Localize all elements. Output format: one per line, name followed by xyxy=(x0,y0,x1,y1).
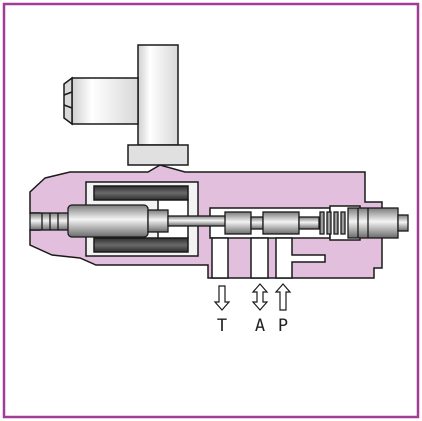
port-label-p: P xyxy=(278,316,288,336)
spool xyxy=(224,211,320,235)
port-p-arrow-up xyxy=(274,283,292,311)
port-a-arrow-both xyxy=(251,283,269,311)
port-t-arrow-down xyxy=(213,285,231,311)
port-label-t: T xyxy=(217,316,227,336)
port-label-a: A xyxy=(255,316,265,336)
port-arrows xyxy=(213,283,292,311)
connector xyxy=(63,44,189,166)
return-spring xyxy=(319,211,346,235)
end-cap xyxy=(347,207,409,239)
armature xyxy=(29,204,227,238)
